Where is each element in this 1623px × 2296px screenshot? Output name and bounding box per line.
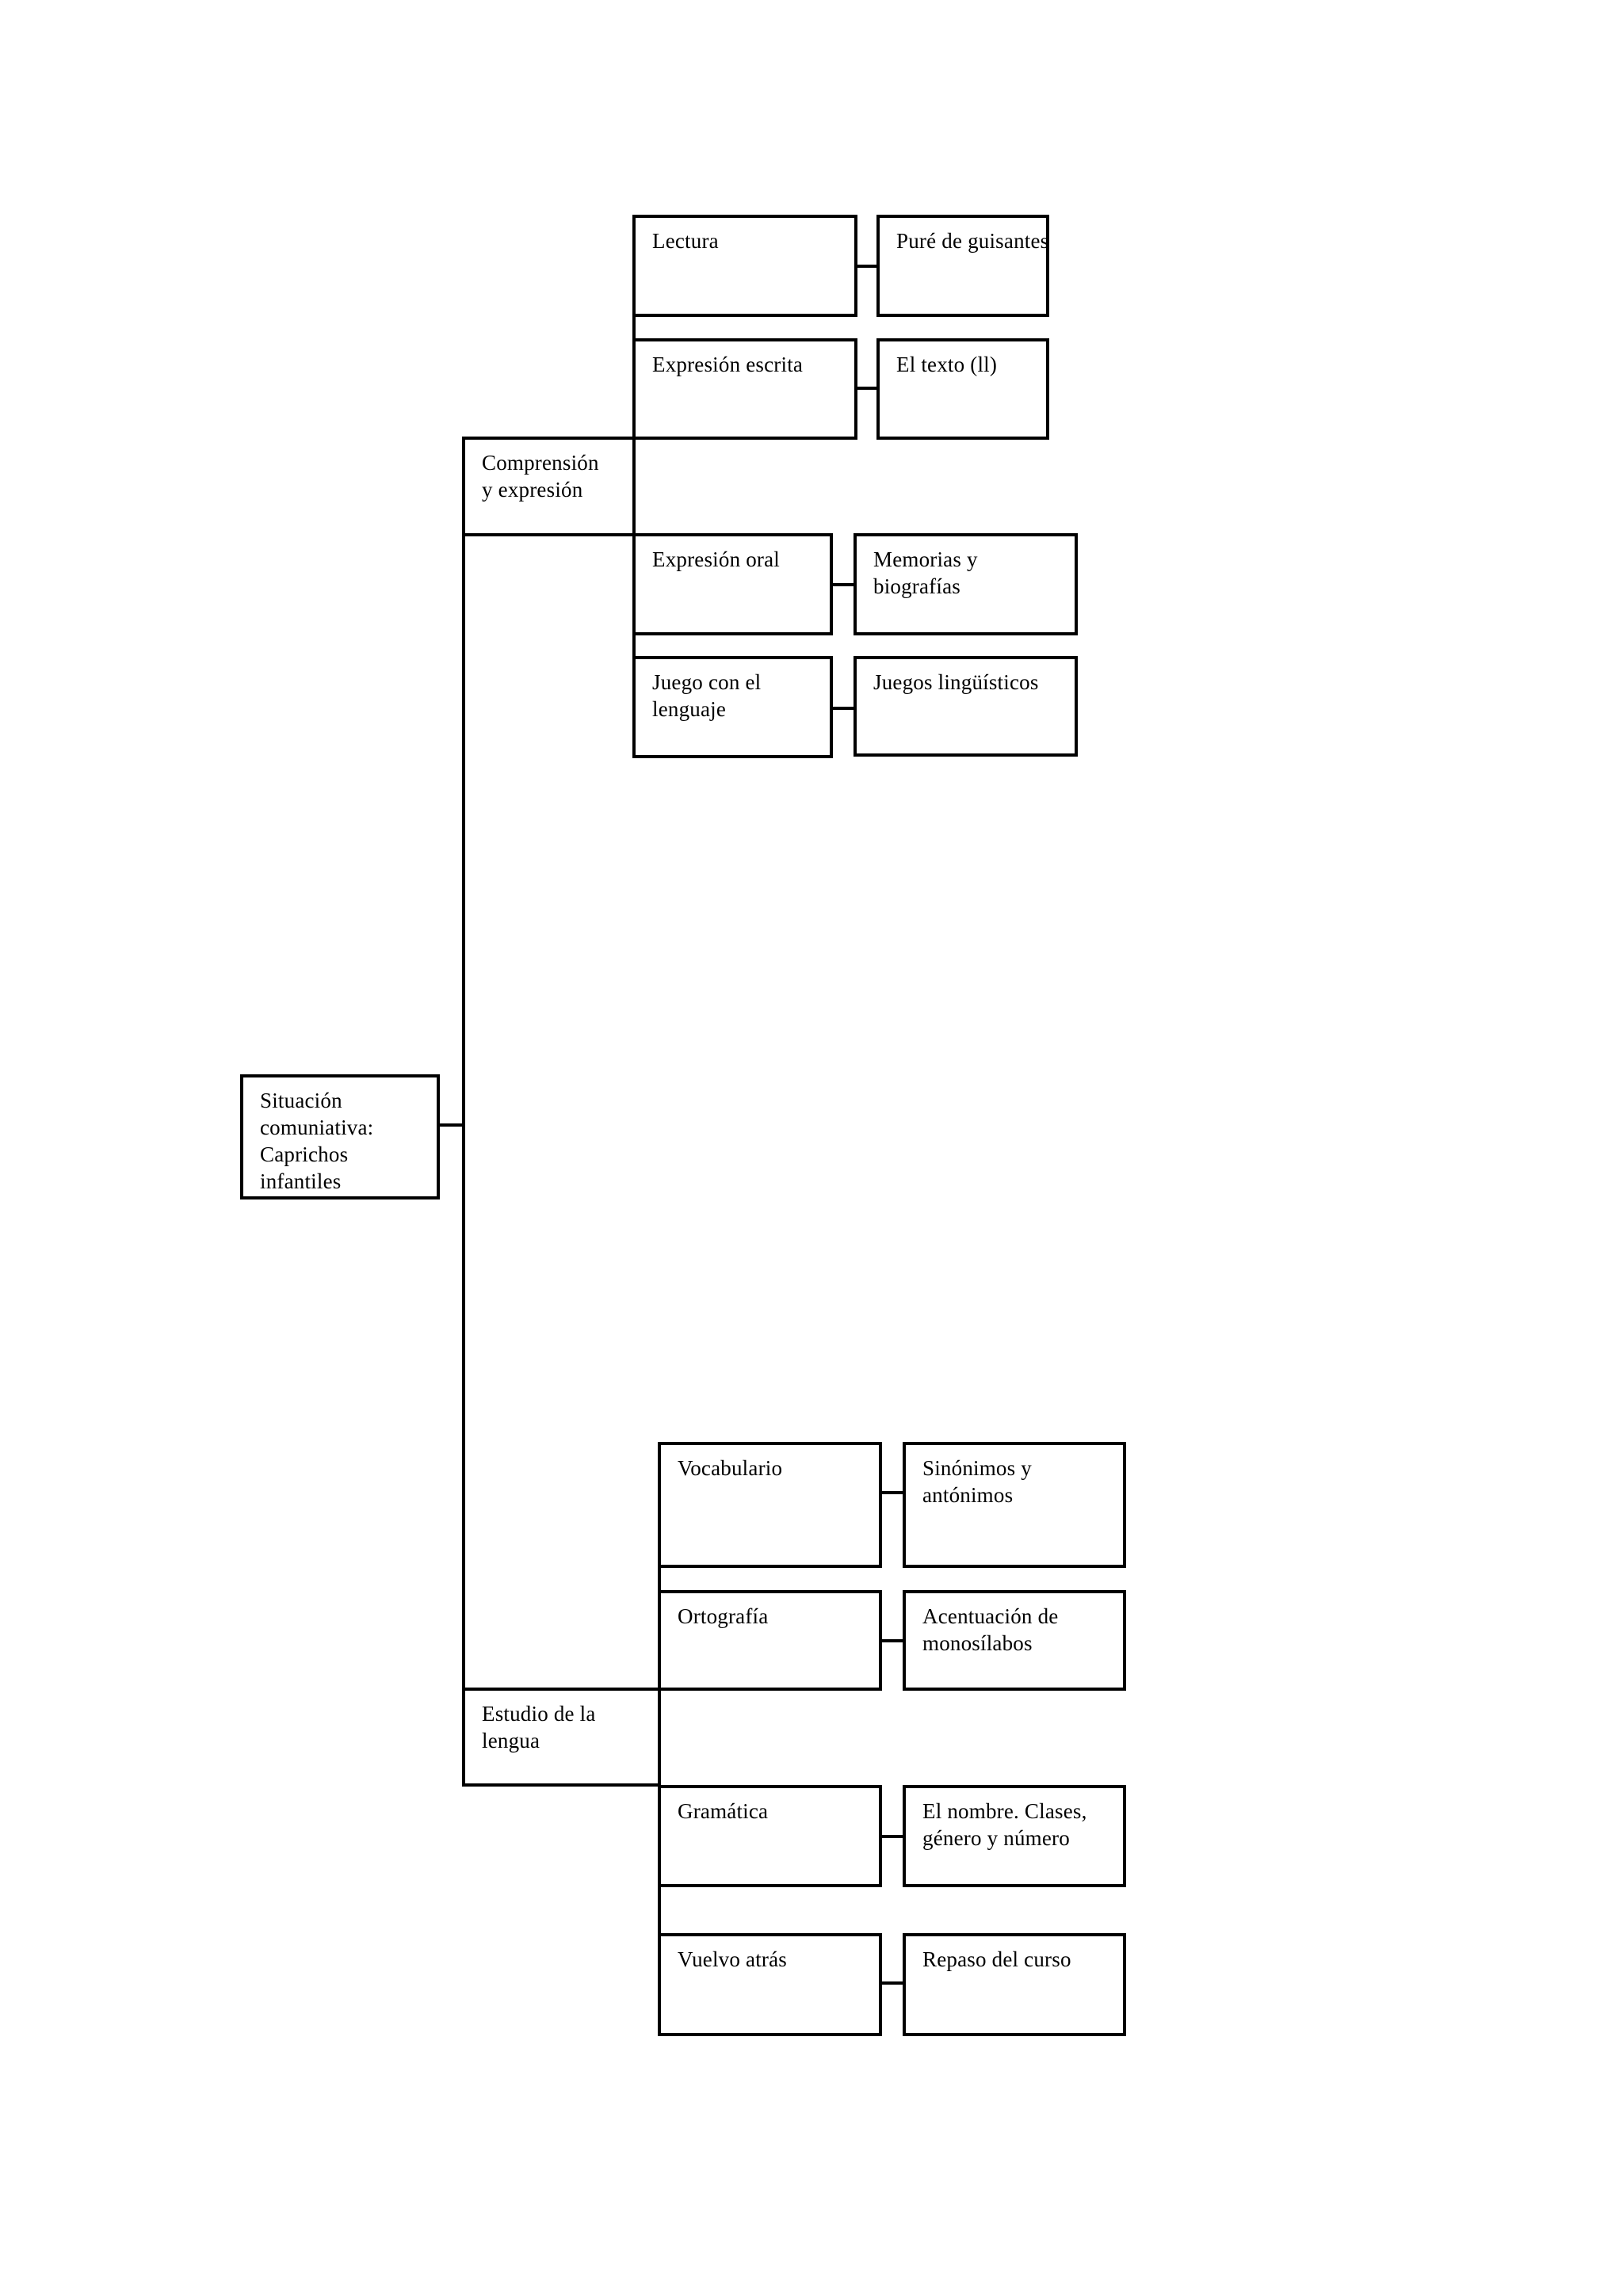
stub-vocabulario-line — [880, 1491, 904, 1494]
node-label: Puré de guisantes — [896, 229, 1049, 253]
node-acentuacion-de-monosilabos: Acentuación de monosílabos — [903, 1590, 1126, 1691]
trunk-main-vertical-line — [462, 536, 465, 1688]
node-expresion-oral: Expresión oral — [632, 533, 833, 635]
stub-expresion-oral-line — [830, 583, 855, 586]
lower-trunk-segment-2 — [658, 1886, 661, 1935]
node-situacion-comunicativa: Situación comuniativa: Caprichos infanti… — [240, 1074, 440, 1199]
node-label: Sinónimos y antónimos — [922, 1456, 1032, 1507]
node-label: Situación comuniativa: Caprichos infanti… — [260, 1089, 374, 1193]
node-label: Acentuación de monosílabos — [922, 1604, 1059, 1655]
node-label: Vuelvo atrás — [678, 1947, 787, 1971]
node-label: Vocabulario — [678, 1456, 783, 1480]
node-el-texto: El texto (ll) — [876, 338, 1049, 440]
node-comprension-y-expresion: Comprensión y expresión — [462, 437, 636, 536]
node-repaso-del-curso: Repaso del curso — [903, 1933, 1126, 2036]
node-vuelvo-atras: Vuelvo atrás — [658, 1933, 882, 2036]
node-juego-con-el-lenguaje: Juego con el lenguaje — [632, 656, 833, 758]
node-vocabulario: Vocabulario — [658, 1442, 882, 1568]
node-memorias-y-biografias: Memorias y biografías — [854, 533, 1078, 635]
node-label: Estudio de la lengua — [482, 1702, 596, 1753]
node-label: El texto (ll) — [896, 353, 998, 376]
node-label: El nombre. Clases, género y número — [922, 1799, 1087, 1850]
node-pure-de-guisantes: Puré de guisantes — [876, 215, 1049, 317]
root-connector-line — [437, 1123, 465, 1127]
upper-trunk-segment-2 — [632, 634, 636, 658]
node-label: Expresión escrita — [652, 353, 804, 376]
stub-juego-lenguaje-line — [830, 707, 855, 710]
node-label: Comprensión y expresión — [482, 451, 599, 502]
lower-trunk-segment-1 — [658, 1566, 661, 1592]
node-estudio-de-la-lengua: Estudio de la lengua — [462, 1688, 661, 1787]
node-gramatica: Gramática — [658, 1785, 882, 1887]
stub-lectura-line — [854, 265, 878, 268]
node-lectura: Lectura — [632, 215, 857, 317]
node-label: Juegos lingüísticos — [873, 670, 1039, 694]
stub-gramatica-line — [880, 1835, 904, 1838]
node-label: Memorias y biografías — [873, 547, 978, 598]
node-el-nombre-clases-genero-numero: El nombre. Clases, género y número — [903, 1785, 1126, 1887]
stub-expresion-escrita-line — [854, 387, 878, 390]
upper-trunk-segment-1 — [632, 315, 636, 340]
node-juegos-linguisticos: Juegos lingüísticos — [854, 656, 1078, 757]
node-label: Juego con el lenguaje — [652, 670, 762, 721]
stub-ortografia-line — [880, 1639, 904, 1642]
node-label: Lectura — [652, 229, 719, 253]
node-ortografia: Ortografía — [658, 1590, 882, 1691]
node-label: Expresión oral — [652, 547, 781, 571]
node-label: Gramática — [678, 1799, 769, 1823]
stub-vuelvo-atras-line — [880, 1981, 904, 1985]
node-expresion-escrita: Expresión escrita — [632, 338, 857, 440]
node-sinonimos-y-antonimos: Sinónimos y antónimos — [903, 1442, 1126, 1568]
node-label: Repaso del curso — [922, 1947, 1071, 1971]
node-label: Ortografía — [678, 1604, 769, 1628]
